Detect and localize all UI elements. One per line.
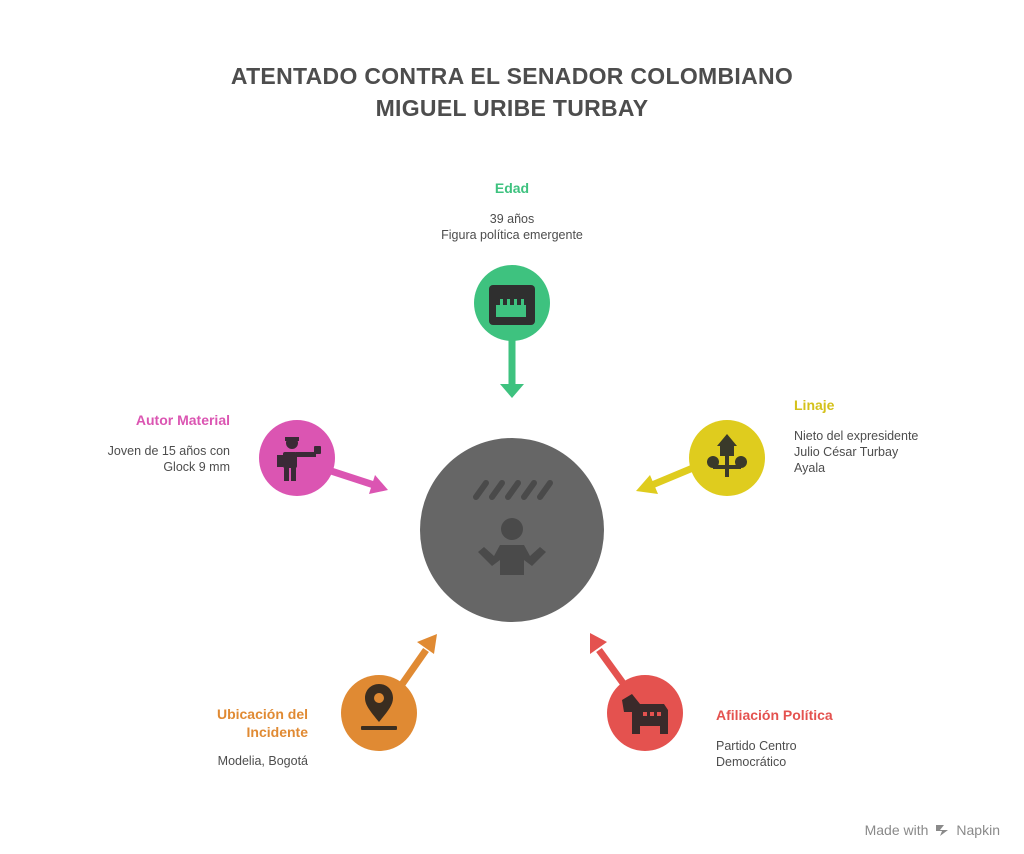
linaje-description: Nieto del expresidente Julio César Turba… bbox=[794, 428, 918, 476]
afiliacion-description: Partido Centro Democrático bbox=[716, 738, 797, 770]
location-pin-icon bbox=[361, 684, 397, 730]
edad-line-2: Figura política emergente bbox=[441, 228, 583, 242]
edad-node bbox=[474, 265, 550, 341]
calendar-cake-icon bbox=[489, 285, 535, 325]
arrow-ubicacion bbox=[395, 634, 437, 693]
afiliacion-line-1: Partido Centro bbox=[716, 739, 797, 753]
napkin-brand-text: Napkin bbox=[956, 822, 1000, 838]
ubicacion-node bbox=[341, 675, 417, 751]
napkin-credit[interactable]: Made with Napkin bbox=[865, 822, 1000, 838]
autor-description: Joven de 15 años con Glock 9 mm bbox=[30, 443, 230, 475]
afiliacion-node bbox=[607, 675, 683, 751]
edad-description: 39 años Figura política emergente bbox=[392, 211, 632, 243]
center-node bbox=[420, 438, 604, 622]
linaje-label: Linaje bbox=[794, 397, 835, 413]
title-line-1: ATENTADO CONTRA EL SENADOR COLOMBIANO bbox=[230, 63, 794, 89]
family-tree-icon bbox=[707, 434, 747, 477]
linaje-line-1: Nieto del expresidente bbox=[794, 429, 919, 443]
donkey-icon bbox=[622, 694, 668, 734]
autor-label: Autor Material bbox=[135, 412, 230, 428]
title-line-2: MIGUEL URIBE TURBAY bbox=[375, 95, 649, 121]
arrow-edad bbox=[500, 335, 524, 398]
distressed-person-rain-icon bbox=[473, 480, 553, 575]
afiliacion-label: Afiliación Política bbox=[716, 707, 833, 723]
ubicacion-label: Ubicación del Incidente bbox=[108, 705, 308, 741]
arrow-autor bbox=[326, 466, 388, 494]
afiliacion-line-2: Democrático bbox=[716, 755, 787, 769]
edad-line-1: 39 años bbox=[489, 212, 535, 226]
arrow-linaje bbox=[636, 461, 702, 494]
made-with-text: Made with bbox=[864, 822, 929, 838]
ubicacion-label-line-1: Ubicación del bbox=[216, 706, 308, 722]
diagram-title: ATENTADO CONTRA EL SENADOR COLOMBIANO MI… bbox=[0, 60, 1024, 124]
arrow-afiliacion bbox=[590, 633, 631, 693]
ubicacion-description: Modelia, Bogotá bbox=[108, 753, 308, 769]
linaje-line-2: Julio César Turbay bbox=[794, 445, 899, 459]
ubicacion-line-1: Modelia, Bogotá bbox=[217, 754, 308, 768]
linaje-node bbox=[689, 420, 765, 496]
edad-label: Edad bbox=[494, 180, 530, 196]
autor-line-1: Joven de 15 años con bbox=[107, 444, 230, 458]
napkin-logo-icon bbox=[936, 825, 949, 836]
autor-line-2: Glock 9 mm bbox=[163, 460, 230, 474]
autor-node bbox=[259, 420, 335, 496]
linaje-line-3: Ayala bbox=[794, 461, 826, 475]
ubicacion-label-line-2: Incidente bbox=[246, 724, 308, 740]
shooter-icon bbox=[277, 437, 321, 481]
